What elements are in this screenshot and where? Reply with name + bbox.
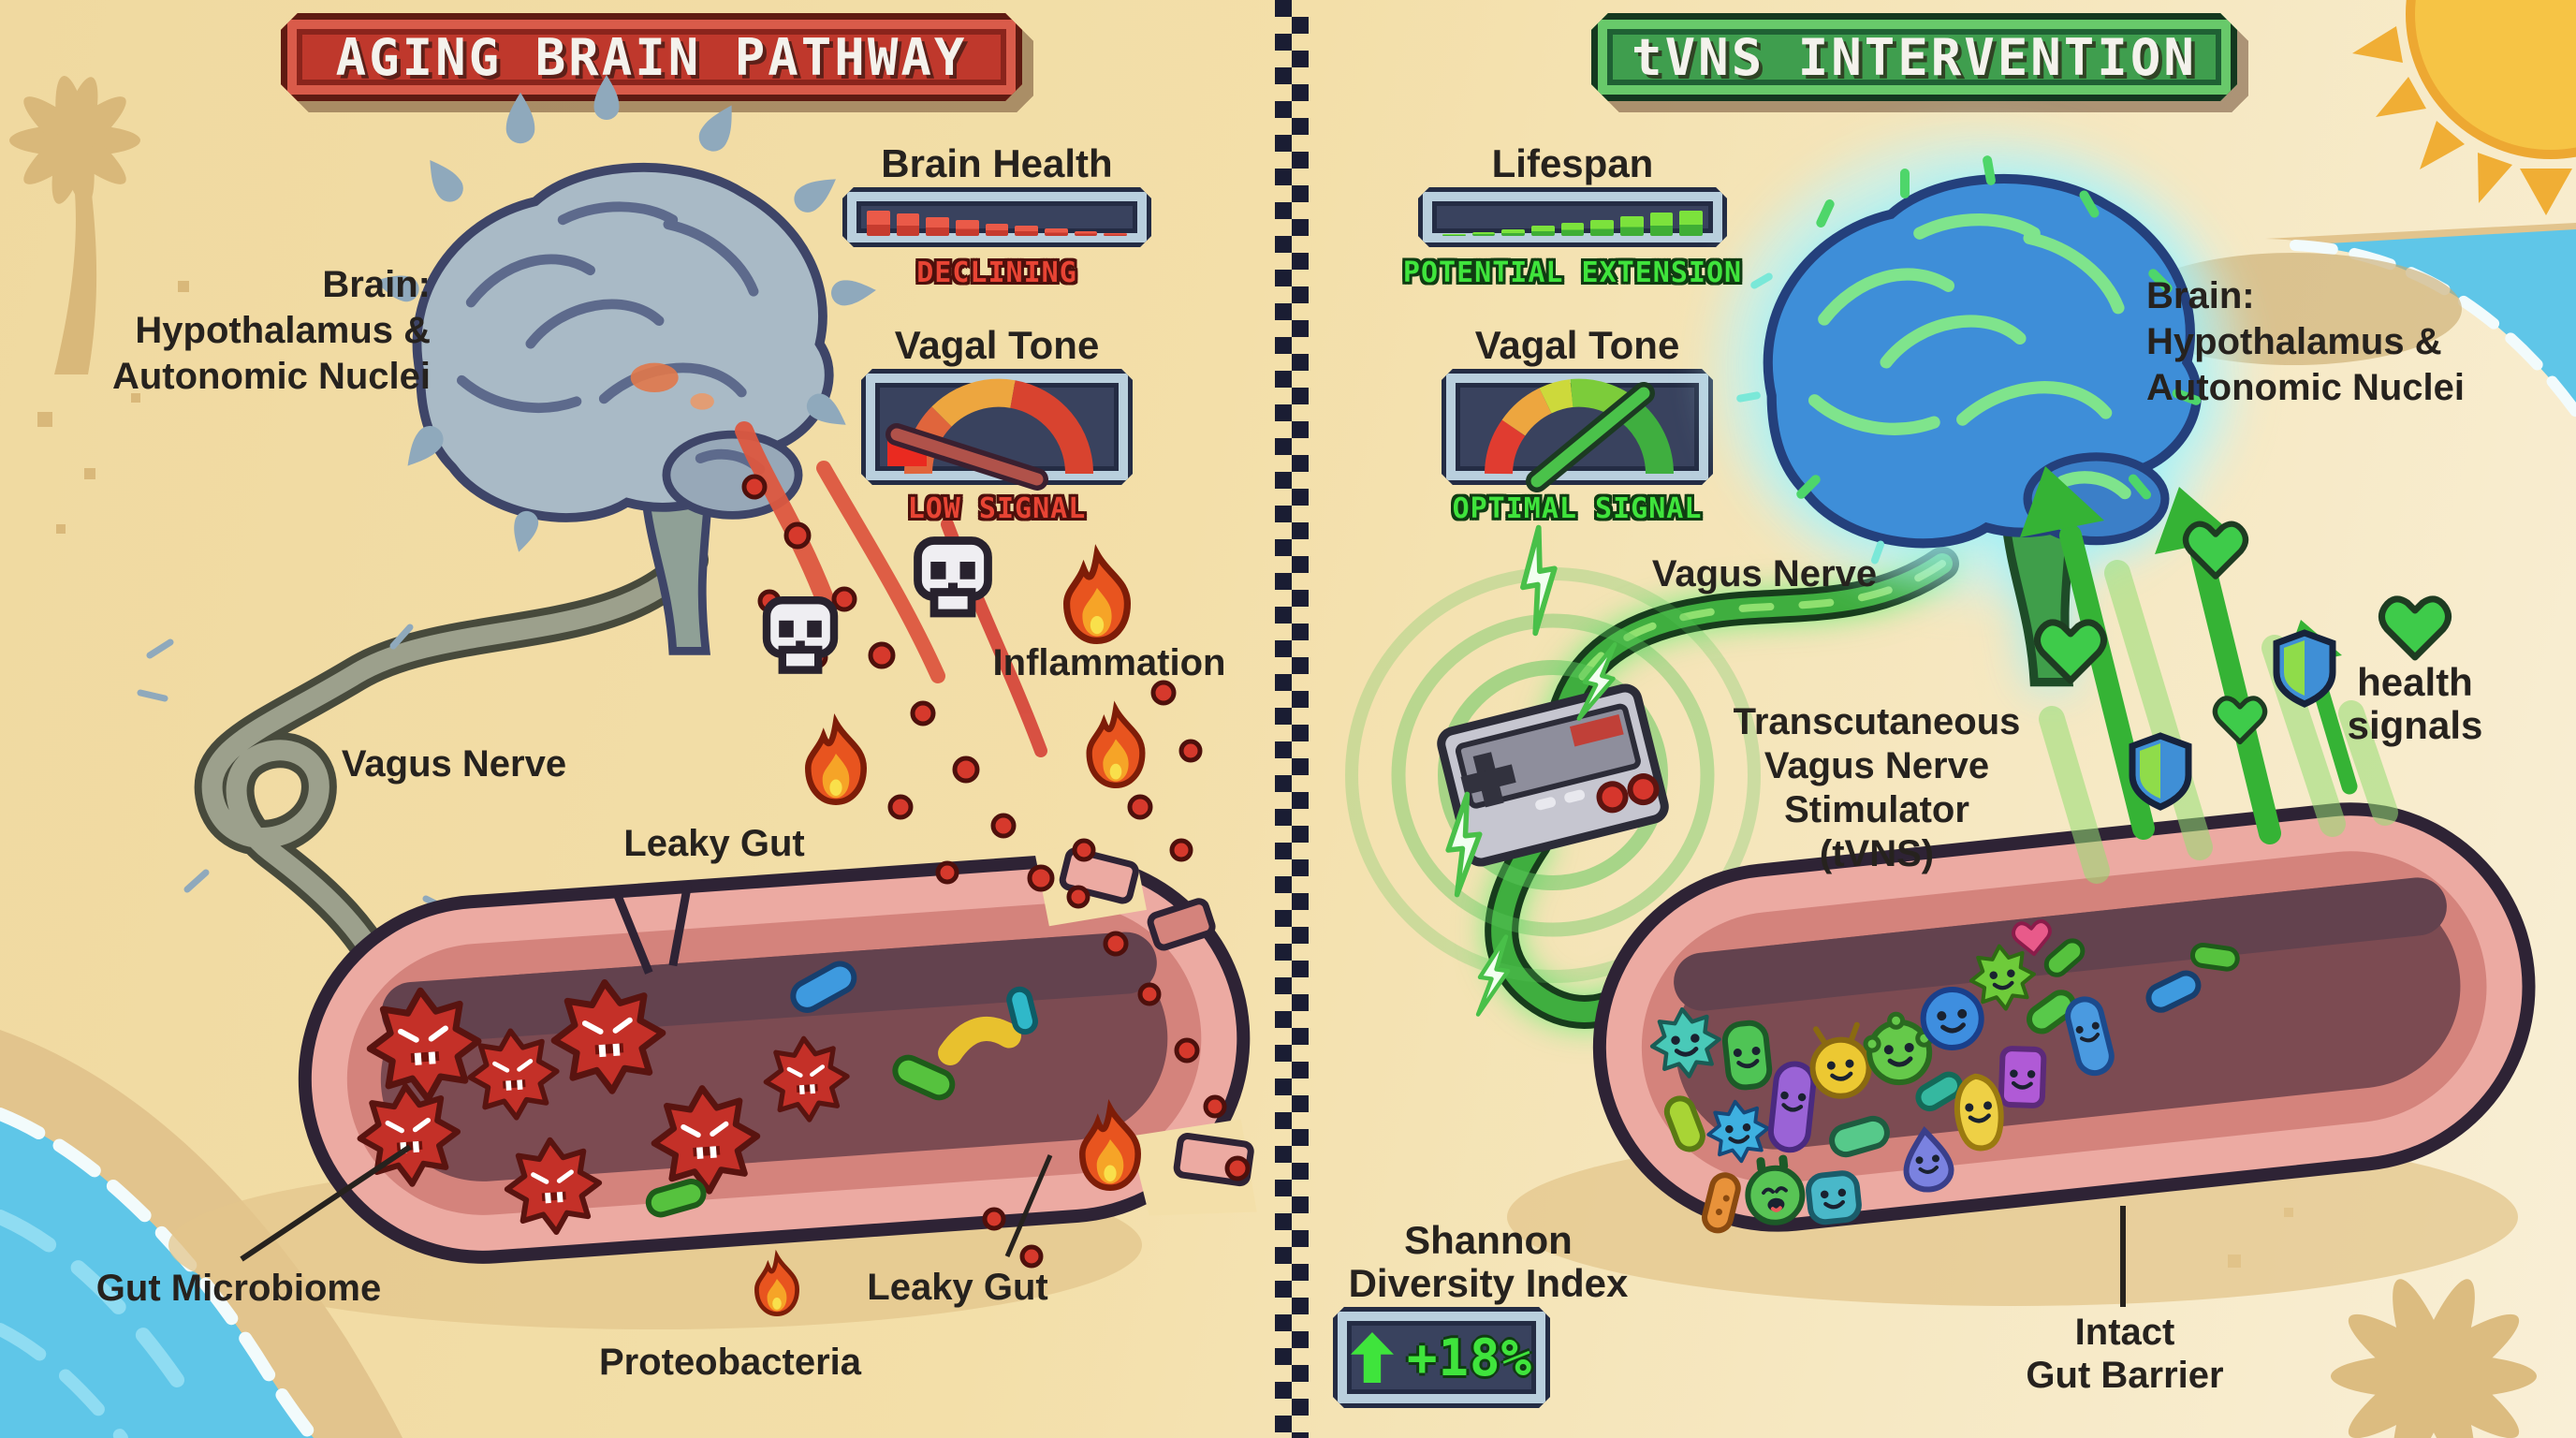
panel-divider — [1275, 0, 1309, 1438]
left-vagus-nerve — [137, 542, 709, 1010]
fire-icon — [1067, 554, 1128, 640]
right-vagal-tone-status: OPTIMAL SIGNAL — [1452, 492, 1703, 525]
proteobacteria-label: Proteobacteria — [598, 1342, 862, 1383]
sun-icon — [2352, 0, 2576, 215]
right-title-banner: tVNS INTERVENTION — [1591, 13, 2237, 101]
left-vagal-tone-label: Vagal Tone — [894, 323, 1100, 367]
stimulator-label: Transcutaneous Vagus Nerve Stimulator (t… — [1733, 701, 2021, 874]
fire-icon — [808, 723, 863, 802]
right-brain-label: Brain: Hypothalamus & Autonomic Nuclei — [2146, 275, 2466, 408]
palm-silhouette-bottom-right — [2228, 1208, 2537, 1438]
right-vagus-nerve-label: Vagus Nerve — [1651, 553, 1878, 594]
lifespan-status: POTENTIAL EXTENSION — [1402, 257, 1743, 289]
palm-silhouette-top-left — [9, 76, 189, 534]
brain-health-meter — [842, 187, 1151, 247]
health-signals-label: health signals — [2347, 660, 2483, 747]
brain-sparkles — [1736, 155, 2202, 574]
shannon-label: Shannon Diversity Index — [1348, 1218, 1629, 1305]
inflammation-stream — [735, 421, 1251, 1314]
right-gut — [1592, 802, 2536, 1234]
right-title: tVNS INTERVENTION — [1632, 27, 2197, 87]
pointer-lines — [240, 1144, 2126, 1307]
low-vagal-gauge — [886, 378, 1094, 491]
inflammation-label: Inflammation — [992, 642, 1226, 683]
shannon-badge: +18% — [1333, 1307, 1550, 1408]
shannon-value: +18% — [1406, 1328, 1533, 1387]
leaky-gut-bottom-label: Leaky Gut — [867, 1267, 1048, 1308]
brain-health-status: DECLINING — [916, 257, 1077, 289]
lifespan-meter — [1418, 187, 1727, 247]
shield-icons — [2129, 629, 2336, 811]
left-vagal-tone-status: LOW SIGNAL — [907, 492, 1087, 525]
gut-microbiome-label: Gut Microbiome — [95, 1268, 382, 1309]
sparse-good-microbes — [645, 961, 1039, 1218]
left-title: AGING BRAIN PATHWAY — [335, 27, 968, 87]
left-brain-label: Brain: Hypothalamus & Autonomic Nuclei — [111, 264, 431, 397]
left-title-banner: AGING BRAIN PATHWAY — [281, 13, 1022, 101]
lifespan-label: Lifespan — [1491, 141, 1654, 185]
left-gut — [298, 835, 1257, 1264]
left-brain — [417, 168, 829, 655]
tvns-controller — [1437, 683, 1669, 867]
leaky-gut-top-label: Leaky Gut — [623, 823, 805, 864]
left-vagus-nerve-label: Vagus Nerve — [341, 743, 567, 785]
intact-gut-barrier-label: Intact Gut Barrier — [2026, 1312, 2224, 1396]
fire-icon — [1090, 710, 1143, 785]
diverse-microbiome — [1644, 918, 2240, 1234]
right-vagal-tone-label: Vagal Tone — [1474, 323, 1680, 367]
optimal-vagal-gauge — [1485, 378, 1674, 492]
brain-health-label: Brain Health — [881, 141, 1113, 185]
gut-wall-cracks — [613, 835, 1257, 1216]
